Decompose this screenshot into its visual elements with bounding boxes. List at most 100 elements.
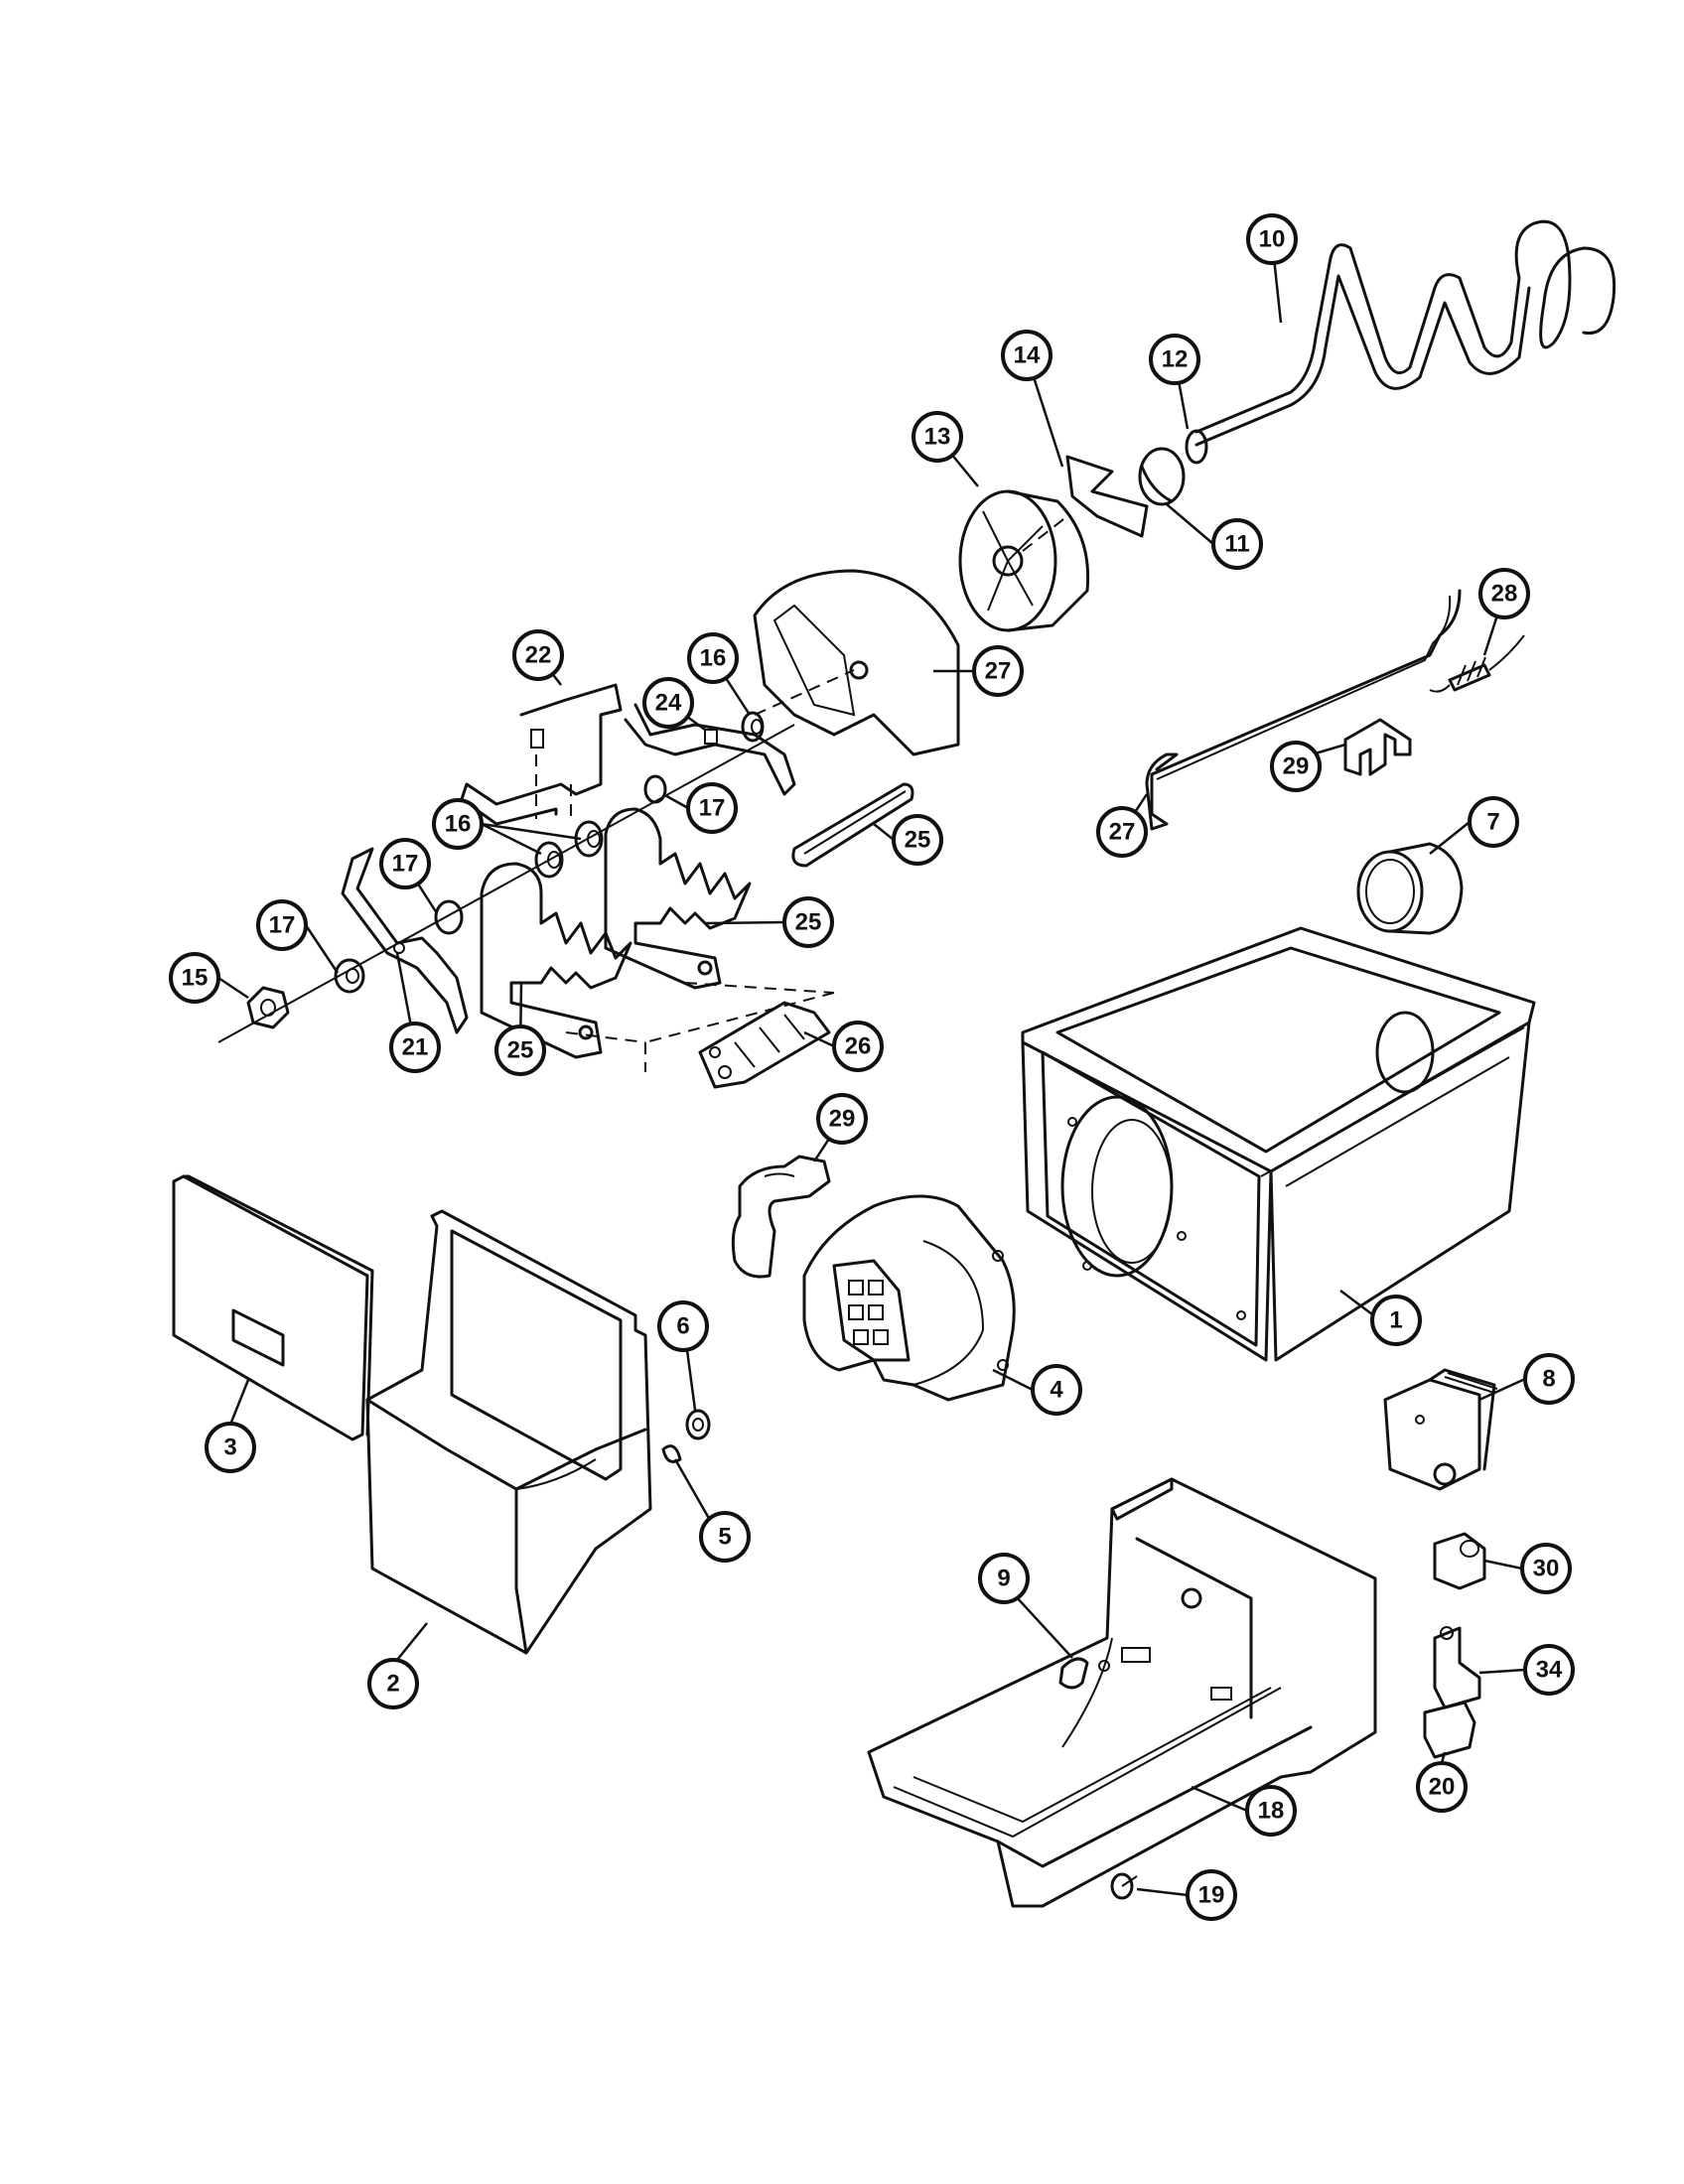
callout-16-lower: 16 bbox=[432, 798, 484, 850]
svg-text:17: 17 bbox=[392, 851, 419, 878]
callout-5: 5 bbox=[699, 1511, 751, 1563]
svg-text:27: 27 bbox=[1109, 819, 1136, 846]
callout-31: 28 bbox=[1478, 568, 1530, 619]
svg-text:5: 5 bbox=[718, 1524, 731, 1551]
svg-text:20: 20 bbox=[1429, 1774, 1456, 1801]
svg-text:34: 34 bbox=[1536, 1657, 1563, 1684]
part-7-collar bbox=[1356, 842, 1464, 935]
callout-24: 22 bbox=[512, 629, 564, 681]
svg-text:29: 29 bbox=[1283, 753, 1310, 780]
callout-2: 2 bbox=[367, 1658, 419, 1709]
part-32-clip bbox=[1343, 718, 1412, 776]
svg-text:27: 27 bbox=[985, 658, 1012, 685]
svg-text:13: 13 bbox=[924, 424, 951, 451]
callout-30: 27 bbox=[1096, 806, 1148, 858]
part-31-spring bbox=[1429, 634, 1525, 693]
callout-13: 13 bbox=[912, 411, 963, 463]
svg-text:17: 17 bbox=[699, 795, 726, 822]
part-14-blade bbox=[1065, 455, 1149, 538]
part-20-tray bbox=[867, 1477, 1377, 1908]
part-34-actuator bbox=[1433, 1626, 1481, 1709]
callout-17-upper: 17 bbox=[379, 838, 431, 889]
svg-text:25: 25 bbox=[795, 909, 822, 936]
callout-21: 19 bbox=[1186, 1869, 1237, 1921]
svg-text:25: 25 bbox=[905, 827, 931, 854]
part-22-switch bbox=[1423, 1701, 1476, 1759]
part-2-bucket-front bbox=[365, 1209, 652, 1655]
part-10-wire-coil bbox=[1194, 219, 1616, 447]
callout-26: 24 bbox=[642, 677, 694, 729]
svg-text:10: 10 bbox=[1259, 226, 1286, 253]
svg-text:19: 19 bbox=[1198, 1882, 1225, 1909]
callout-12: 12 bbox=[1149, 334, 1200, 385]
callout-20: 18 bbox=[1245, 1785, 1297, 1837]
callout-18: 17 bbox=[686, 782, 738, 834]
part-16-bushing-upper bbox=[741, 711, 765, 743]
svg-text:18: 18 bbox=[1258, 1798, 1285, 1825]
callout-25-upper: 25 bbox=[782, 896, 834, 948]
callout-22: 20 bbox=[1416, 1761, 1468, 1813]
part-8-motor bbox=[1383, 1368, 1498, 1491]
callout-33: 30 bbox=[1520, 1543, 1572, 1594]
svg-text:8: 8 bbox=[1542, 1366, 1555, 1393]
callout-17-lower: 17 bbox=[256, 899, 308, 951]
part-29-deflector bbox=[731, 1155, 831, 1279]
callout-11: 11 bbox=[1211, 518, 1263, 570]
svg-text:4: 4 bbox=[1050, 1377, 1063, 1404]
callout-19: 27 bbox=[972, 645, 1024, 697]
callout-4: 4 bbox=[1031, 1364, 1082, 1416]
callout-7: 7 bbox=[1468, 796, 1519, 848]
svg-text:9: 9 bbox=[997, 1566, 1010, 1592]
callout-10: 10 bbox=[1246, 213, 1298, 265]
part-25-rack-lower bbox=[480, 862, 632, 1059]
part-6-fastener bbox=[685, 1409, 711, 1440]
svg-text:1: 1 bbox=[1389, 1307, 1402, 1334]
svg-text:16: 16 bbox=[445, 811, 472, 838]
svg-text:14: 14 bbox=[1014, 342, 1041, 369]
callout-16-upper: 16 bbox=[687, 632, 739, 684]
svg-text:6: 6 bbox=[676, 1313, 689, 1340]
callout-6: 6 bbox=[657, 1300, 709, 1352]
part-11-cup bbox=[1138, 447, 1186, 506]
svg-text:24: 24 bbox=[655, 690, 682, 717]
svg-text:22: 22 bbox=[525, 642, 552, 669]
part-12-ring bbox=[1185, 429, 1208, 465]
callout-23: 21 bbox=[389, 1022, 441, 1073]
svg-text:29: 29 bbox=[829, 1106, 856, 1133]
callout-34: 34 bbox=[1523, 1644, 1575, 1696]
callout-28: 25 bbox=[892, 814, 943, 866]
part-21-screw bbox=[1110, 1872, 1138, 1900]
callout-8: 8 bbox=[1523, 1353, 1575, 1405]
part-9-cam bbox=[1058, 1657, 1110, 1690]
part-24-bracket bbox=[460, 683, 623, 826]
part-30-wire-arm bbox=[1145, 589, 1462, 831]
callout-27: 26 bbox=[832, 1021, 884, 1072]
callout-1: 1 bbox=[1370, 1295, 1422, 1346]
callout-14: 14 bbox=[1001, 330, 1052, 381]
callout-32: 29 bbox=[1270, 741, 1322, 792]
svg-text:12: 12 bbox=[1162, 346, 1189, 373]
part-26-bracket bbox=[624, 703, 796, 796]
part-3-front-panel bbox=[172, 1174, 374, 1441]
callout-29: 29 bbox=[816, 1093, 868, 1145]
callout-3: 3 bbox=[205, 1422, 256, 1473]
svg-text:3: 3 bbox=[223, 1434, 236, 1461]
part-19-housing-plate bbox=[753, 569, 960, 756]
svg-text:26: 26 bbox=[845, 1033, 872, 1060]
callout-15: 15 bbox=[169, 952, 220, 1004]
svg-text:7: 7 bbox=[1486, 809, 1499, 836]
part-1-ice-bin bbox=[1021, 926, 1536, 1362]
svg-text:2: 2 bbox=[386, 1671, 399, 1698]
svg-text:17: 17 bbox=[269, 912, 296, 939]
svg-text:28: 28 bbox=[1491, 581, 1518, 608]
part-25-rack-upper bbox=[604, 807, 752, 990]
part-28-rod bbox=[791, 782, 914, 868]
svg-text:21: 21 bbox=[402, 1034, 429, 1061]
part-33-solenoid bbox=[1433, 1532, 1486, 1590]
svg-text:30: 30 bbox=[1533, 1556, 1560, 1582]
svg-text:11: 11 bbox=[1224, 531, 1249, 558]
svg-text:15: 15 bbox=[182, 965, 209, 992]
part-13-wheel bbox=[958, 489, 1090, 632]
part-17-washer-upper bbox=[434, 899, 464, 935]
